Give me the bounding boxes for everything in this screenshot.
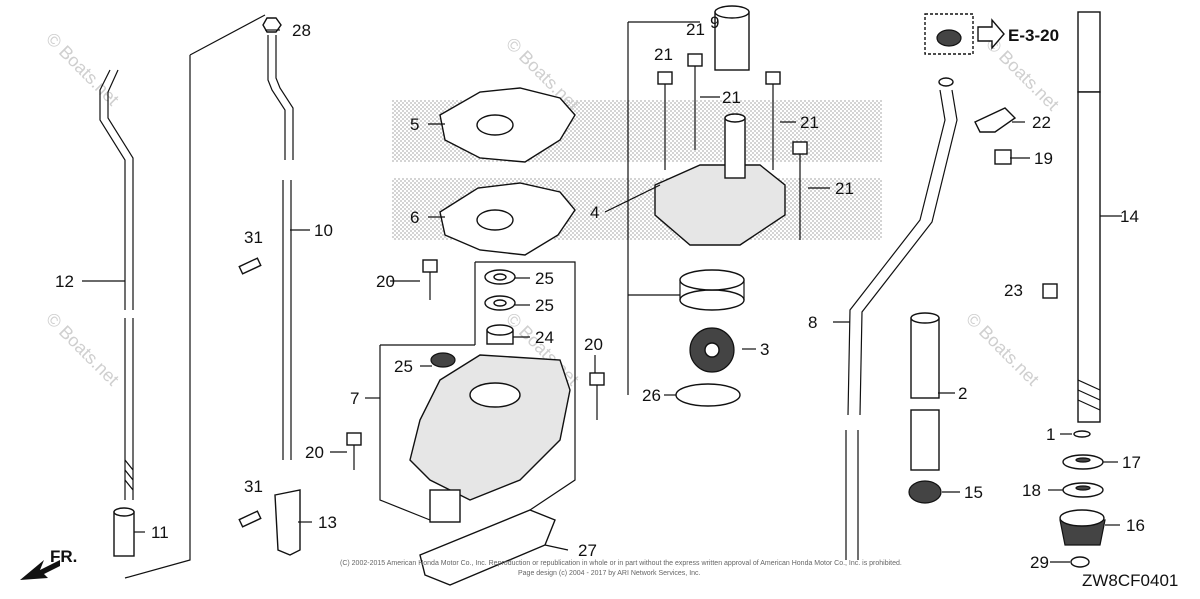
copyright-line-1: (C) 2002-2015 American Honda Motor Co., …: [340, 560, 902, 567]
callout-25-a[interactable]: 25: [535, 269, 554, 288]
part-16-gear[interactable]: [1059, 509, 1106, 546]
callout-18[interactable]: 18: [1022, 481, 1041, 500]
part-27-gasket[interactable]: [675, 383, 741, 407]
callout-24[interactable]: 24: [535, 328, 554, 347]
callout-21-a[interactable]: 21: [654, 45, 673, 64]
callout-30[interactable]: 29: [1030, 553, 1049, 572]
callout-27[interactable]: 26: [642, 386, 661, 405]
callout-4[interactable]: 4: [590, 203, 599, 222]
part-11-joint[interactable]: [113, 507, 135, 557]
watermark-top-left: © Boats.net: [42, 29, 123, 110]
callout-10[interactable]: 10: [314, 221, 333, 240]
part-ring[interactable]: [679, 269, 745, 311]
callout-21-c[interactable]: 21: [722, 88, 741, 107]
copyright-line-2: Page design (c) 2004 - 2017 by ARI Netwo…: [518, 570, 701, 577]
part-14-drive-shaft[interactable]: [1077, 11, 1101, 423]
ref-link-label[interactable]: E-3-20: [1008, 26, 1059, 45]
ref-link-icon[interactable]: [924, 13, 1005, 55]
part-12-shift-rod[interactable]: [99, 69, 134, 500]
callout-31-upper[interactable]: 31: [244, 228, 263, 247]
callout-16[interactable]: 16: [1126, 516, 1145, 535]
part-30-clip[interactable]: [1070, 556, 1090, 568]
part-20-bolts[interactable]: [346, 259, 605, 470]
part-6-plate[interactable]: [439, 182, 576, 256]
callout-13[interactable]: 13: [318, 513, 337, 532]
callout-5[interactable]: 5: [410, 115, 419, 134]
callout-19[interactable]: 19: [1034, 149, 1053, 168]
bracket-part-7: [379, 261, 576, 521]
part-31-pin-lower[interactable]: [238, 510, 262, 528]
watermark-left-mid: © Boats.net: [42, 309, 123, 390]
part-13-lever[interactable]: [274, 489, 301, 556]
callout-8[interactable]: 8: [808, 313, 817, 332]
callout-28[interactable]: 27: [578, 541, 597, 560]
callout-1[interactable]: 1: [1046, 425, 1055, 444]
part-10-rod[interactable]: [262, 17, 294, 460]
part-9-tube[interactable]: [714, 5, 750, 71]
callout-labels: 28 12 10 31 11 31 13 5 6 9 21 21 21 21 2…: [55, 13, 1145, 572]
callout-21-e[interactable]: 21: [835, 179, 854, 198]
part-23-clip[interactable]: [1042, 283, 1058, 299]
callout-31-lower[interactable]: 31: [244, 477, 263, 496]
callout-21-b[interactable]: 21: [686, 20, 705, 39]
callout-11[interactable]: 11: [151, 523, 169, 542]
callout-9[interactable]: 9: [710, 13, 719, 32]
bracket-left: [124, 14, 266, 579]
leader-lines: [82, 21, 1122, 563]
callout-7[interactable]: 7: [350, 389, 359, 408]
part-5-plate[interactable]: [439, 87, 576, 163]
callout-21-d[interactable]: 21: [800, 113, 819, 132]
callout-20-b[interactable]: 20: [584, 335, 603, 354]
front-arrow-icon: [20, 560, 60, 580]
part-26-seal[interactable]: [430, 352, 456, 368]
part-3-impeller[interactable]: [689, 327, 735, 373]
part-17-washer[interactable]: [1062, 454, 1104, 470]
part-25-bearing-upper[interactable]: [484, 269, 516, 285]
part-8-water-tube[interactable]: [845, 77, 958, 560]
callout-17[interactable]: 17: [1122, 453, 1141, 472]
part-15-grommet[interactable]: [908, 480, 942, 504]
part-7-pump-body[interactable]: [409, 354, 571, 523]
callout-23[interactable]: 23: [1004, 281, 1023, 300]
callout-26[interactable]: 25: [394, 357, 413, 376]
callout-25-b[interactable]: 25: [535, 296, 554, 315]
callout-2[interactable]: 2: [958, 384, 967, 403]
callout-6[interactable]: 6: [410, 208, 419, 227]
part-31-pin-upper[interactable]: [238, 257, 262, 275]
diagram-code: ZW8CF0401: [1082, 571, 1178, 590]
part-1-clip[interactable]: [1073, 430, 1091, 438]
callout-22[interactable]: 22: [1032, 113, 1051, 132]
callout-29[interactable]: 28: [292, 21, 311, 40]
part-24-bushing[interactable]: [486, 324, 514, 345]
callout-20-a[interactable]: 20: [376, 272, 395, 291]
callout-3[interactable]: 3: [760, 340, 769, 359]
callout-20-c[interactable]: 20: [305, 443, 324, 462]
callout-15[interactable]: 15: [964, 483, 983, 502]
part-22-plate[interactable]: [974, 107, 1017, 133]
front-label: FR.: [50, 547, 77, 566]
part-2-tube[interactable]: [910, 312, 940, 471]
part-19-bolt[interactable]: [994, 149, 1012, 165]
part-25-bearing-lower[interactable]: [484, 295, 516, 311]
watermark-right-mid: © Boats.net: [962, 309, 1043, 390]
part-4-pump-housing[interactable]: [654, 113, 786, 246]
callout-14[interactable]: 14: [1120, 207, 1139, 226]
part-21-bolts[interactable]: [657, 53, 808, 240]
callout-12[interactable]: 12: [55, 272, 74, 291]
part-18-washer[interactable]: [1062, 482, 1104, 498]
